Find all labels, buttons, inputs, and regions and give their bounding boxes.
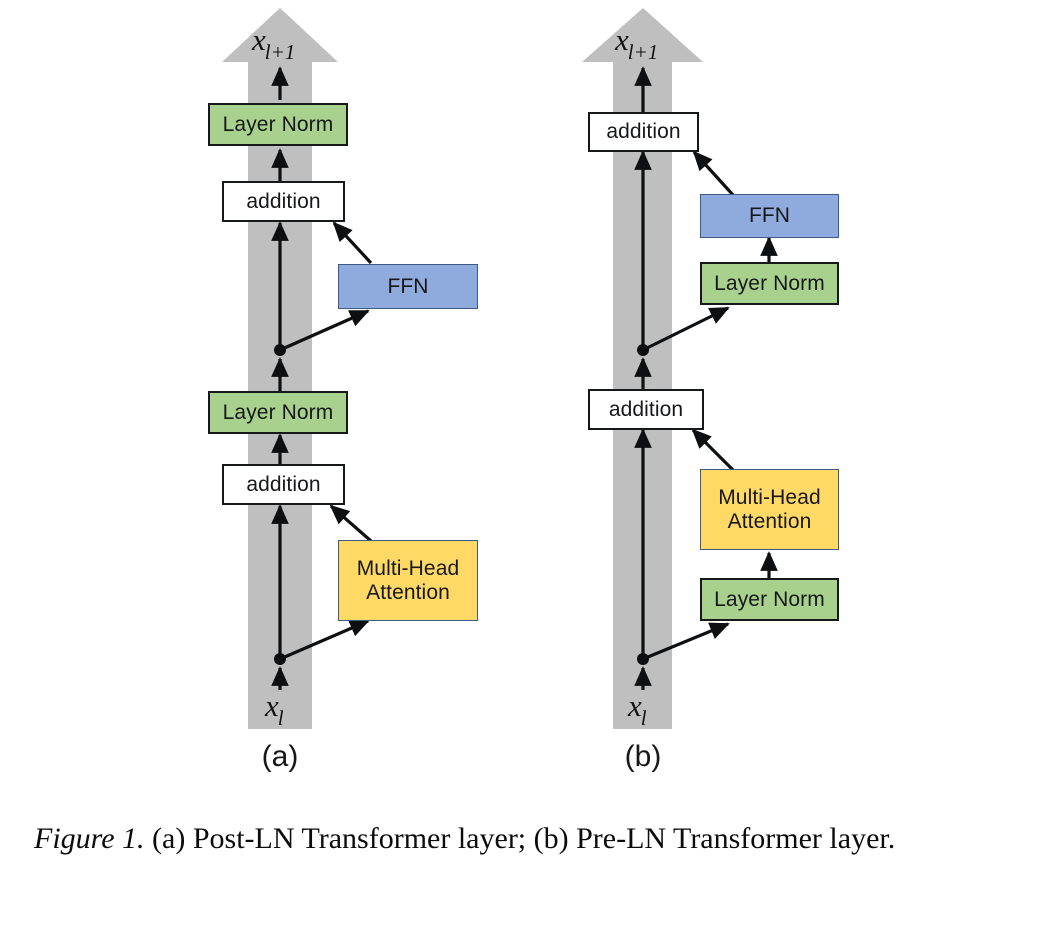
output-label-b: xl+1: [615, 22, 659, 64]
node-label: FFN: [387, 274, 429, 298]
node-label: Multi-Head Attention: [718, 486, 821, 533]
output-label-a-base: x: [252, 22, 266, 57]
node-b-ffn[interactable]: FFN: [700, 194, 839, 238]
node-a-layer-norm-bottom[interactable]: Layer Norm: [208, 391, 348, 434]
input-label-b-sub: l: [640, 706, 647, 731]
node-b-layer-norm-attn[interactable]: Layer Norm: [700, 578, 839, 621]
node-a-multi-head-attention[interactable]: Multi-Head Attention: [338, 540, 478, 621]
input-label-a-sub: l: [277, 706, 284, 731]
output-label-b-sub: l+1: [627, 40, 659, 65]
node-label-line1: Multi-Head: [718, 485, 821, 509]
node-label: addition: [608, 397, 684, 421]
node-label-line2: Attention: [727, 509, 812, 533]
input-label-b-base: x: [628, 688, 642, 723]
arrow-a-mha-to-addition-bottom: [329, 504, 373, 543]
input-label-a-base: x: [265, 688, 279, 723]
node-a-layer-norm-top[interactable]: Layer Norm: [208, 103, 348, 146]
arrow-b-mha-to-addition-bottom: [691, 428, 735, 472]
node-label: addition: [606, 120, 681, 144]
panel-caption-a: (a): [261, 740, 299, 773]
input-label-a: xl: [265, 688, 285, 730]
node-label-line2: Attention: [366, 580, 450, 604]
node-label: addition: [246, 189, 321, 213]
node-label: Layer Norm: [222, 400, 334, 424]
node-a-ffn[interactable]: FFN: [338, 264, 478, 309]
output-label-a-sub: l+1: [264, 40, 296, 65]
output-label-a: xl+1: [252, 22, 296, 64]
node-b-addition-bottom[interactable]: addition: [588, 389, 704, 430]
node-b-addition-top[interactable]: addition: [588, 112, 699, 152]
node-label: addition: [246, 472, 321, 496]
figure-caption: Figure 1. (a) Post-LN Transformer layer;…: [34, 818, 1024, 861]
panel-caption-b: (b): [624, 740, 662, 773]
arrow-a-ffn-to-addition-top: [332, 221, 373, 265]
arrow-a-junction-to-mha: [279, 619, 370, 661]
arrow-a-junction-to-ffn: [279, 309, 370, 352]
node-label: Multi-Head Attention: [357, 557, 460, 604]
node-label: Layer Norm: [714, 587, 825, 611]
node-label: Layer Norm: [714, 271, 825, 295]
node-label-line1: Multi-Head: [356, 556, 460, 580]
figure-caption-number: Figure 1.: [34, 822, 145, 855]
arrow-b-junction-to-layer-norm-ffn: [642, 306, 730, 352]
node-b-layer-norm-ffn[interactable]: Layer Norm: [700, 262, 839, 305]
node-a-addition-top[interactable]: addition: [222, 181, 345, 222]
figure-caption-text: (a) Post-LN Transformer layer; (b) Pre-L…: [144, 822, 896, 855]
node-a-addition-bottom[interactable]: addition: [222, 464, 345, 505]
arrow-b-ffn-to-addition-top: [692, 150, 735, 197]
node-label: FFN: [748, 204, 791, 228]
node-b-multi-head-attention[interactable]: Multi-Head Attention: [700, 469, 839, 550]
output-label-b-base: x: [615, 22, 629, 57]
arrow-b-junction-to-layer-norm-attn: [642, 622, 730, 661]
node-label: Layer Norm: [222, 112, 334, 136]
input-label-b: xl: [628, 688, 648, 730]
